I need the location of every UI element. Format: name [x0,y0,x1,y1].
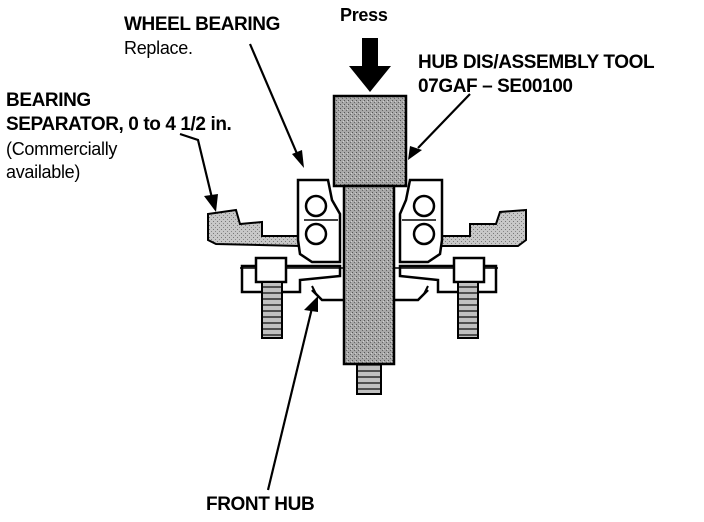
front-hub-label: FRONT HUB [206,494,315,515]
press-label: Press [340,5,388,25]
leader-lines [179,43,471,491]
hub-tool-label-line2: 07GAF – SE00100 [418,76,573,97]
wheel-bearing-title: WHEEL BEARING [124,14,280,35]
hub-assembly-tool [332,94,408,395]
bearing-separator-label-line4: available) [6,162,81,182]
bearing-separator-label-line2: SEPARATOR, 0 to 4 1/2 in. [6,114,232,135]
press-arrow [349,38,391,92]
bearing-separator-label-line3: (Commercially [6,139,118,159]
wheel-bearing [296,178,444,264]
bearing-separator [207,208,527,248]
wheel-bolts [254,256,486,339]
hub-tool-label-line1: HUB DIS/ASSEMBLY TOOL [418,52,655,73]
bearing-separator-label-line1: BEARING [6,90,91,111]
wheel-bearing-note: Replace. [124,38,193,58]
